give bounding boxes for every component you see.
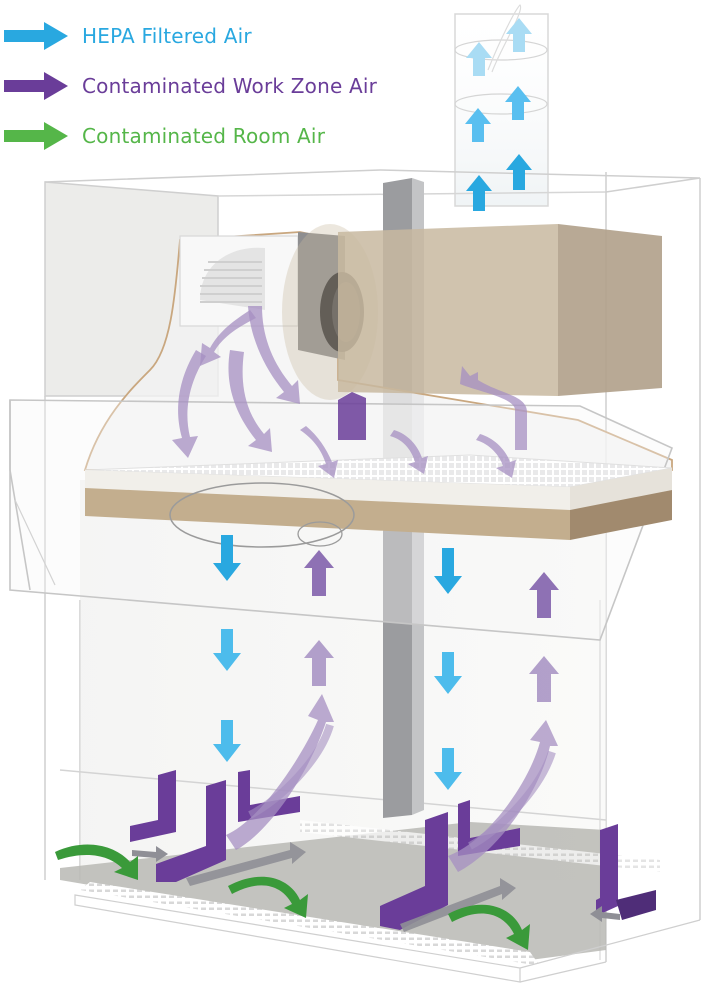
legend-label-room-air: Contaminated Room Air (82, 124, 326, 148)
exhaust-duct (454, 4, 549, 207)
work-zone-exhaust-arrow (338, 392, 366, 440)
exhaust-filtered-arrows (465, 18, 532, 211)
legend-item-room-air: Contaminated Room Air (0, 118, 460, 154)
arrow-right-icon (4, 122, 68, 150)
plenum-recirculation-arrows (172, 306, 527, 478)
arrow-right-icon (4, 22, 68, 50)
upflow-contaminated-arrows (304, 550, 559, 702)
legend-item-work-zone: Contaminated Work Zone Air (0, 68, 460, 104)
arrow-right-icon (4, 72, 68, 100)
downflow-filtered-arrows (213, 535, 462, 790)
hepa-filter (84, 454, 673, 548)
fan-louver-icon (200, 247, 265, 310)
legend-item-hepa: HEPA Filtered Air (0, 18, 460, 54)
legend-label-hepa: HEPA Filtered Air (82, 24, 252, 48)
room-air-intake-arrows (55, 844, 530, 950)
front-air-grille (80, 882, 540, 966)
legend-label-work-zone: Contaminated Work Zone Air (82, 74, 378, 98)
work-zone-intake-flows (130, 694, 656, 932)
motor-box (282, 224, 662, 400)
